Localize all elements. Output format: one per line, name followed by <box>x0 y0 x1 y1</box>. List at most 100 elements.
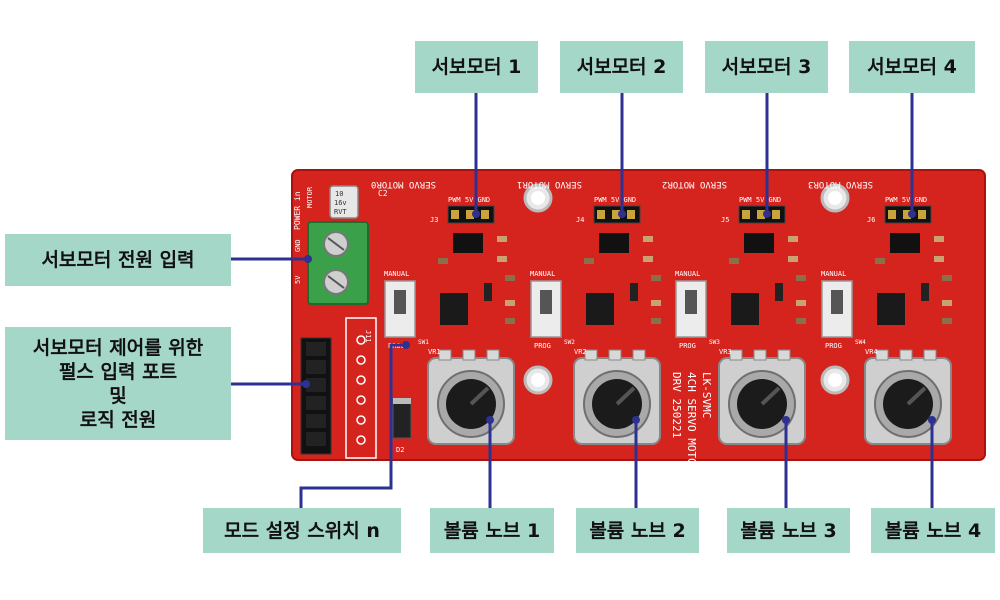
power-terminal-block <box>307 221 369 305</box>
gnd-silk: GND <box>294 239 302 252</box>
pulse-port-line-4: 로직 전원 <box>79 408 157 431</box>
smd-r2-1 <box>497 256 507 262</box>
smd-r1-3 <box>788 236 798 242</box>
mode-switch-knob-2 <box>540 290 552 314</box>
regulator-3 <box>744 233 774 253</box>
pot-knob-mark-3 <box>760 386 781 406</box>
cap-line-1: 16v <box>334 199 347 207</box>
connector-ref-4: J6 <box>867 216 875 224</box>
pin-header-text-4: PWM 5V GND <box>885 196 927 204</box>
pot-pin-1-3 <box>486 349 500 361</box>
label-servo-4: 서보모터 4 <box>849 41 975 93</box>
label-knob-3: 볼륨 노브 3 <box>727 508 850 553</box>
servo-pin-2-3 <box>627 210 635 219</box>
smd-c1-2 <box>584 258 594 264</box>
smd-r3-2 <box>651 300 661 306</box>
label-knob-2: 볼륨 노브 2 <box>576 508 699 553</box>
mcu-ic-2 <box>586 293 614 325</box>
pot-pin-2-1 <box>584 349 598 361</box>
switch-ref-1: SW1 <box>418 339 429 346</box>
pot-pin-3-2 <box>753 349 767 361</box>
manual-label-4: MANUAL <box>821 270 846 278</box>
smd-c2-2 <box>651 275 661 281</box>
channel-title-3: SERVO MOTOR2 <box>662 179 727 189</box>
pot-knob-mark-4 <box>906 386 927 406</box>
smd-r2-4 <box>934 256 944 262</box>
smd-c2-1 <box>505 275 515 281</box>
smd-r3-3 <box>796 300 806 306</box>
cap-ref: C2 <box>378 189 388 198</box>
mode-switch-knob-3 <box>685 290 697 314</box>
servo-pin-3-1 <box>742 210 750 219</box>
mounting-holes <box>523 183 850 395</box>
power-in-silk: POWER in <box>293 191 302 230</box>
label-knob-4: 볼륨 노브 4 <box>871 508 995 553</box>
electrolytic-capacitor: 10 16v RVT <box>329 185 359 219</box>
smd-c3-1 <box>505 318 515 324</box>
pin-header-text-3: PWM 5V GND <box>739 196 781 204</box>
j11-ref: J11 <box>364 330 372 343</box>
product-line-2: DRV 250221 <box>670 372 683 438</box>
mcu-ic-3 <box>731 293 759 325</box>
regulator-2 <box>599 233 629 253</box>
smd-diode-1 <box>484 283 492 301</box>
servo-pin-1-2 <box>466 210 474 219</box>
motor-silk: MOTOR <box>306 186 314 208</box>
servo-pin-4-2 <box>903 210 911 219</box>
regulator-1 <box>453 233 483 253</box>
pot-pin-4-2 <box>899 349 913 361</box>
mcu-ic-4 <box>877 293 905 325</box>
smd-r2-3 <box>788 256 798 262</box>
smd-diode-2 <box>630 283 638 301</box>
servo-pin-2-1 <box>597 210 605 219</box>
pot-pin-2-3 <box>632 349 646 361</box>
label-knob-1: 볼륨 노브 1 <box>430 508 554 553</box>
servo-pin-2-2 <box>612 210 620 219</box>
smd-r1-2 <box>643 236 653 242</box>
pot-pin-3-1 <box>729 349 743 361</box>
leader-dots <box>302 210 936 424</box>
label-servo-2: 서보모터 2 <box>560 41 683 93</box>
servo-pin-1-1 <box>451 210 459 219</box>
diode-ref: D2 <box>396 446 404 454</box>
pot-pin-3-3 <box>777 349 791 361</box>
switch-ref-4: SW4 <box>855 339 866 346</box>
manual-label-3: MANUAL <box>675 270 700 278</box>
prog-label-3: PROG <box>679 342 696 350</box>
diode-d2 <box>392 397 412 439</box>
pot-knob-mark-1 <box>469 386 490 406</box>
cap-line-2: RVT <box>334 208 347 216</box>
smd-c3-2 <box>651 318 661 324</box>
mode-switch-knob-1 <box>394 290 406 314</box>
smd-c1-4 <box>875 258 885 264</box>
connector-ref-2: J4 <box>576 216 584 224</box>
product-line-1: 4CH SERVO MOTOR <box>685 372 698 472</box>
smd-c2-4 <box>942 275 952 281</box>
pin-header-text-2: PWM 5V GND <box>594 196 636 204</box>
pot-ref-2: VR2 <box>574 348 587 356</box>
leader-mode-switch <box>299 343 406 508</box>
pot-pin-1-2 <box>462 349 476 361</box>
product-line-0: LK-SVMC <box>700 372 713 418</box>
servo-pin-1-3 <box>481 210 489 219</box>
prog-label-4: PROG <box>825 342 842 350</box>
smd-r1-1 <box>497 236 507 242</box>
switch-ref-3: SW3 <box>709 339 720 346</box>
label-servo-1: 서보모터 1 <box>415 41 538 93</box>
servo-pin-4-3 <box>918 210 926 219</box>
pcb-outline <box>291 169 986 461</box>
pulse-input-header <box>300 337 332 455</box>
pot-knob-mark-2 <box>615 386 636 406</box>
smd-r3-1 <box>505 300 515 306</box>
manual-label-2: MANUAL <box>530 270 555 278</box>
channel-title-4: SERVO MOTOR3 <box>808 179 873 189</box>
smd-r2-2 <box>643 256 653 262</box>
regulator-4 <box>890 233 920 253</box>
label-servo-3: 서보모터 3 <box>705 41 828 93</box>
smd-c2-3 <box>796 275 806 281</box>
connector-ref-3: J5 <box>721 216 729 224</box>
j11-header-outline <box>345 317 377 459</box>
connector-ref-1: J3 <box>430 216 438 224</box>
manual-label-1: MANUAL <box>384 270 409 278</box>
